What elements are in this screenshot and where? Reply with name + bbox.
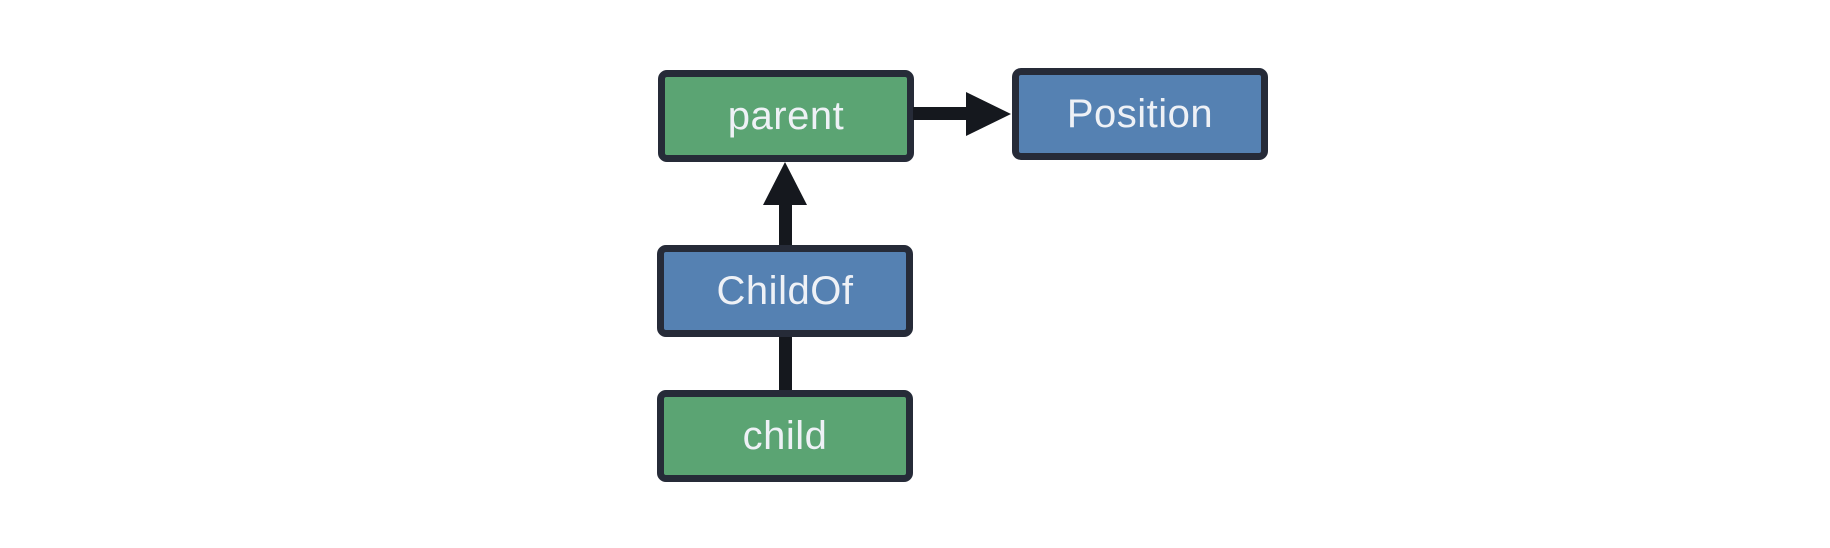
node-child-label: child [742,414,828,458]
arrowhead-right-icon [966,92,1011,136]
node-parent-label: parent [727,94,845,138]
node-position-label: Position [1066,92,1214,136]
edge-parent-to-position-shaft [913,107,969,120]
node-position: Position [1012,68,1268,160]
edge-childof-to-parent-shaft [779,203,792,245]
arrowhead-up-icon [763,162,807,205]
node-parent: parent [658,70,914,162]
edge-child-to-childof-line [779,337,792,390]
node-childof-label: ChildOf [716,269,854,313]
node-childof: ChildOf [657,245,913,337]
node-child: child [657,390,913,482]
